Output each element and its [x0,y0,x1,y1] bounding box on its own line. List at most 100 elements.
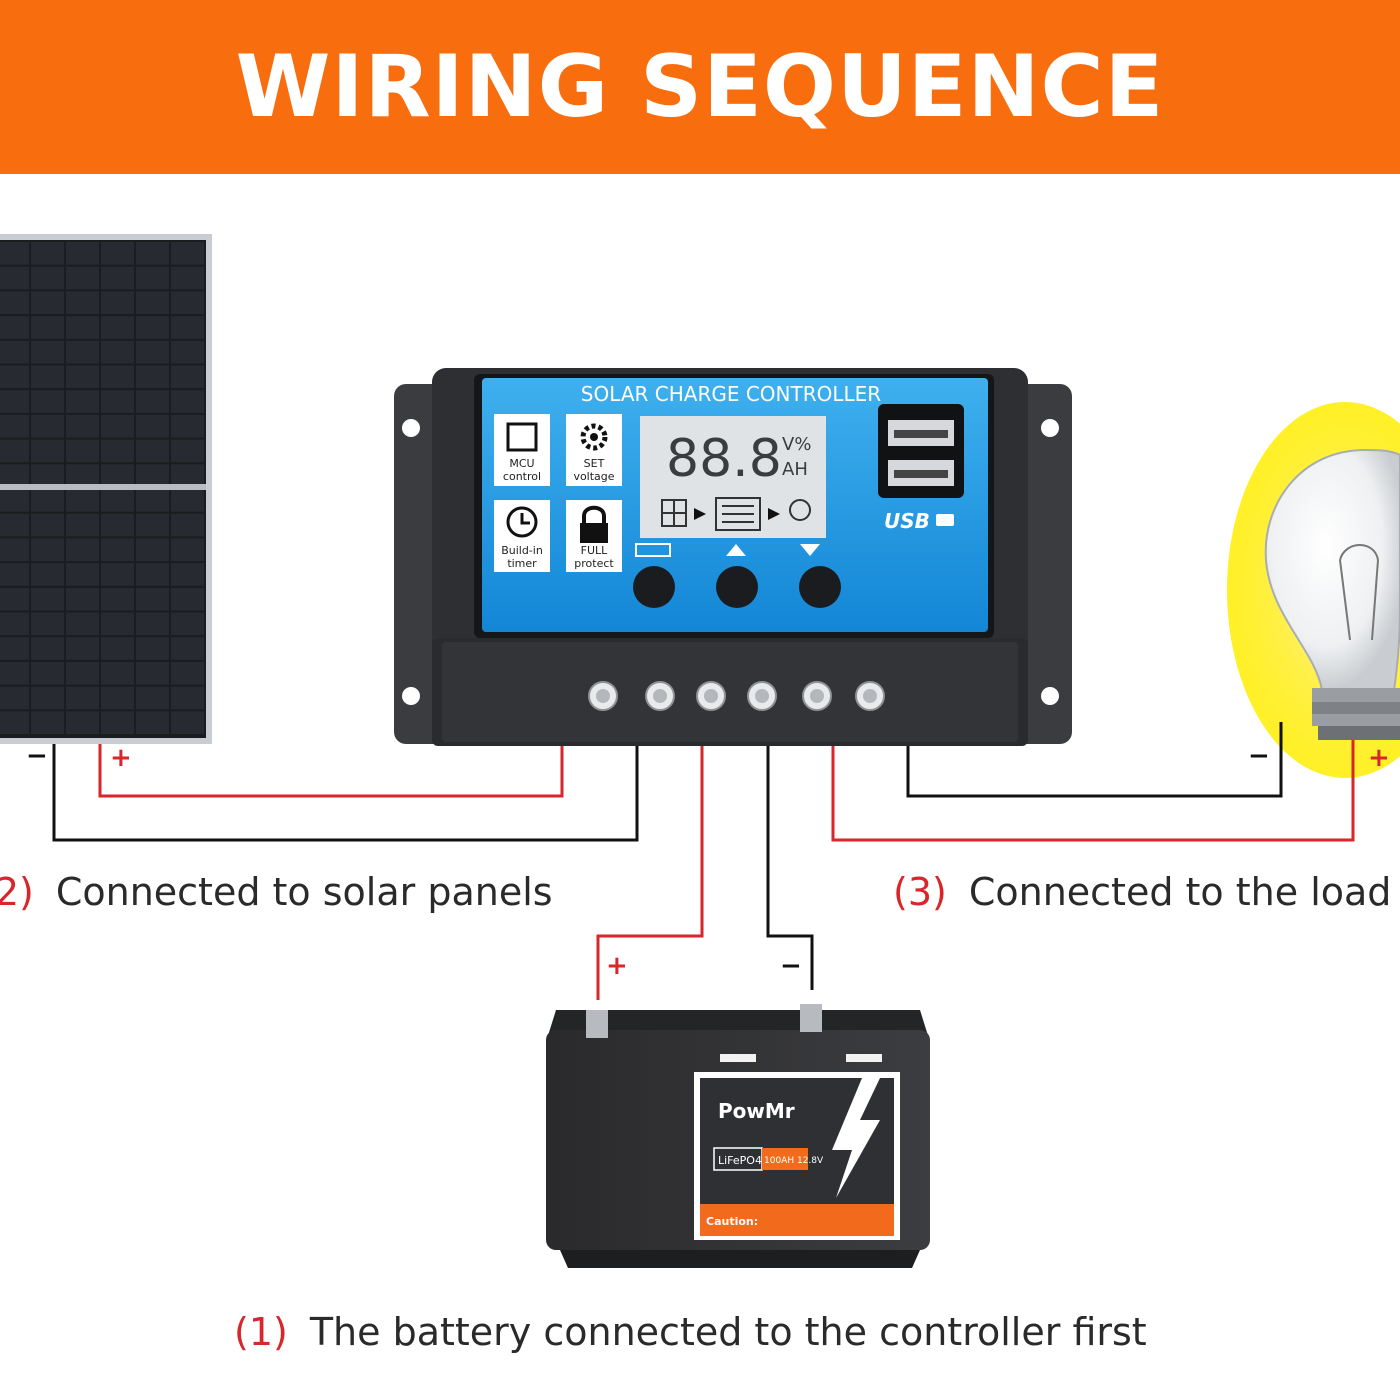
step-1-caption: (1)The battery connected to the controll… [234,1310,1147,1354]
solar-plus-sign: + [110,743,132,773]
solar-cell [136,242,169,265]
solar-cell [136,563,169,586]
solar-cell [171,390,204,413]
mount-hole [402,687,420,705]
solar-cell [66,414,99,438]
menu-icon [635,543,671,557]
solar-cell [0,242,29,265]
solar-cell [31,291,64,315]
solar-cell [171,414,204,438]
solar-cell [66,513,99,537]
lcd-arrow-icon [768,508,780,520]
up-button[interactable] [716,566,758,608]
solar-positive-wire [98,744,564,798]
solar-cell [171,538,204,562]
title-banner: WIRING SEQUENCE [0,0,1400,174]
svg-text:MCU: MCU [509,457,534,470]
solar-cell [31,563,64,586]
battery-brand: PowMr [718,1099,795,1123]
solar-cell [0,390,29,413]
solar-cell [136,464,169,487]
svg-text:timer: timer [507,557,537,570]
solar-cell [0,587,29,611]
solar-minus-sign: − [26,741,48,771]
solar-cell [101,637,134,660]
solar-cell [0,513,29,537]
svg-text:voltage: voltage [573,470,614,483]
battery: PowMr LiFePO4 100AH 12.8V Caution: [546,1004,930,1268]
solar-cell [171,686,204,710]
usb-icon [936,514,954,526]
solar-cell [0,538,29,562]
step-2-caption: (2)Connected to solar panels [0,870,553,914]
solar-cell [136,266,169,290]
solar-cell [171,661,204,685]
solar-cell [136,340,169,364]
solar-cell [101,464,134,487]
light-bulb [1227,402,1400,778]
solar-cell [66,711,99,734]
down-button[interactable] [799,566,841,608]
solar-cell [31,365,64,389]
page-title: WIRING SEQUENCE [235,37,1165,137]
battery-minus-sign: − [780,951,802,981]
clock-icon [506,506,538,538]
solar-cell [101,316,134,339]
control-buttons [633,543,841,608]
solar-cell [31,266,64,290]
terminal-signs: − + + − − + [26,741,1390,981]
battery-rating: 100AH 12.8V [764,1156,824,1166]
solar-cell [101,365,134,389]
solar-cell [0,365,29,389]
positive-terminal [586,1010,608,1038]
solar-cell [0,414,29,438]
menu-button[interactable] [633,566,675,608]
mcu-chip-icon [506,422,538,452]
negative-terminal [800,1004,822,1032]
solar-cell [171,365,204,389]
solar-cell [136,711,169,734]
solar-cell [101,686,134,710]
solar-cell [136,686,169,710]
solar-cell [31,587,64,611]
terminal-screw-head [596,689,610,703]
solar-cell [136,414,169,438]
solar-cell [0,686,29,710]
lcd-units-bottom: AH [782,459,808,480]
lcd-battery-icon [715,497,761,531]
terminal-screw-head [653,689,667,703]
solar-cell [171,439,204,463]
solar-cell [101,439,134,463]
usb-label: USB [884,509,930,533]
solar-cell [136,390,169,413]
solar-cell [136,316,169,339]
solar-cell [136,661,169,685]
lcd-digits: 88.8 [666,429,782,489]
lcd-bulb-icon [789,499,811,521]
down-icon [800,544,820,556]
solar-negative-wire [52,744,639,842]
lcd-display: 88.8 V% AH [640,416,826,538]
solar-cell [0,563,29,586]
solar-cell [171,612,204,636]
feature-mcu: MCU control [494,414,550,486]
feature-timer: Build-in timer [494,500,550,572]
solar-cell [101,513,134,537]
solar-cell [66,242,99,265]
solar-cell [31,316,64,339]
controller-heading: SOLAR CHARGE CONTROLLER [581,382,881,406]
feature-full-protect: FULL protect [566,500,622,572]
solar-cell [66,340,99,364]
solar-cell [31,538,64,562]
solar-cell [101,489,134,512]
solar-cell [136,291,169,315]
solar-cell [66,538,99,562]
solar-cell [0,612,29,636]
solar-cell [171,340,204,364]
step-2-text: Connected to solar panels [55,870,553,914]
solar-cell [136,612,169,636]
mount-hole [402,419,420,437]
solar-cell [0,464,29,487]
solar-cell-grid [0,242,204,734]
